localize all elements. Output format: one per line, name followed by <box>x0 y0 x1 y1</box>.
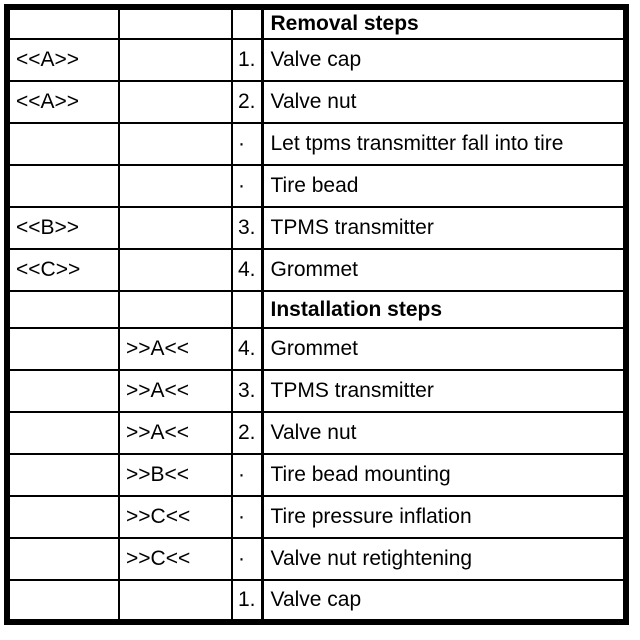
table-row: >>C<< · Tire pressure inflation <box>6 495 627 539</box>
description-cell: Valve nut <box>261 80 627 124</box>
installation-marker-cell: >>A<< <box>118 411 233 455</box>
description-cell: Valve nut retightening <box>261 537 627 581</box>
removal-marker-cell: <<A>> <box>6 80 120 124</box>
procedure-step-table: Removal steps <<A>> 1. Valve cap <<A>> 2… <box>4 4 629 625</box>
removal-marker-cell <box>6 327 120 371</box>
description-cell: TPMS transmitter <box>261 369 627 413</box>
removal-marker-cell <box>6 411 120 455</box>
bullet-cell: · <box>231 122 264 166</box>
removal-marker-cell: <<B>> <box>6 206 120 250</box>
step-number-cell: 3. <box>231 369 264 413</box>
installation-marker-cell: >>C<< <box>118 495 233 539</box>
step-number-cell: 1. <box>231 38 264 82</box>
description-cell: Grommet <box>261 248 627 292</box>
removal-marker-cell <box>6 453 120 497</box>
installation-marker-cell <box>118 122 233 166</box>
removal-marker-cell <box>6 290 120 329</box>
description-cell: Let tpms transmitter fall into tire <box>261 122 627 166</box>
table-row: >>A<< 3. TPMS transmitter <box>6 369 627 413</box>
installation-marker-cell <box>118 80 233 124</box>
removal-marker-cell: <<A>> <box>6 38 120 82</box>
table-row: <<B>> 3. TPMS transmitter <box>6 206 627 250</box>
table-body: Removal steps <<A>> 1. Valve cap <<A>> 2… <box>6 6 627 623</box>
bullet-cell: · <box>231 164 264 208</box>
removal-marker-cell <box>6 537 120 581</box>
description-cell: Valve nut <box>261 411 627 455</box>
bullet-cell: · <box>231 537 264 581</box>
table-row: <<A>> 2. Valve nut <box>6 80 627 124</box>
description-cell: TPMS transmitter <box>261 206 627 250</box>
description-cell: Valve cap <box>261 38 627 82</box>
step-number-cell <box>231 290 264 329</box>
section-title-removal: Removal steps <box>261 6 627 40</box>
bullet-cell: · <box>231 453 264 497</box>
removal-marker-cell <box>6 6 120 40</box>
installation-marker-cell: >>C<< <box>118 537 233 581</box>
table-row: >>C<< · Valve nut retightening <box>6 537 627 581</box>
description-cell: Tire pressure inflation <box>261 495 627 539</box>
table-row: >>A<< 4. Grommet <box>6 327 627 371</box>
step-number-cell: 1. <box>231 579 264 623</box>
table-row: >>B<< · Tire bead mounting <box>6 453 627 497</box>
step-number-cell: 3. <box>231 206 264 250</box>
step-number-cell: 4. <box>231 248 264 292</box>
removal-marker-cell <box>6 579 120 623</box>
table-row: · Let tpms transmitter fall into tire <box>6 122 627 166</box>
description-cell: Grommet <box>261 327 627 371</box>
description-cell: Tire bead mounting <box>261 453 627 497</box>
installation-marker-cell: >>B<< <box>118 453 233 497</box>
description-cell: Valve cap <box>261 579 627 623</box>
section-title-installation: Installation steps <box>261 290 627 329</box>
step-number-cell: 2. <box>231 411 264 455</box>
installation-marker-cell: >>A<< <box>118 369 233 413</box>
installation-marker-cell <box>118 164 233 208</box>
installation-marker-cell <box>118 290 233 329</box>
step-number-cell: 4. <box>231 327 264 371</box>
table-row: 1. Valve cap <box>6 579 627 623</box>
installation-marker-cell <box>118 579 233 623</box>
table-row: <<A>> 1. Valve cap <box>6 38 627 82</box>
removal-marker-cell <box>6 369 120 413</box>
installation-marker-cell: >>A<< <box>118 327 233 371</box>
table-row: · Tire bead <box>6 164 627 208</box>
table-row-removal-header: Removal steps <box>6 6 627 40</box>
table-row-installation-header: Installation steps <box>6 290 627 329</box>
table-row: <<C>> 4. Grommet <box>6 248 627 292</box>
table-row: >>A<< 2. Valve nut <box>6 411 627 455</box>
installation-marker-cell <box>118 6 233 40</box>
installation-marker-cell <box>118 206 233 250</box>
step-number-cell <box>231 6 264 40</box>
description-cell: Tire bead <box>261 164 627 208</box>
installation-marker-cell <box>118 38 233 82</box>
step-number-cell: 2. <box>231 80 264 124</box>
installation-marker-cell <box>118 248 233 292</box>
removal-marker-cell <box>6 164 120 208</box>
removal-marker-cell: <<C>> <box>6 248 120 292</box>
removal-marker-cell <box>6 495 120 539</box>
removal-marker-cell <box>6 122 120 166</box>
bullet-cell: · <box>231 495 264 539</box>
